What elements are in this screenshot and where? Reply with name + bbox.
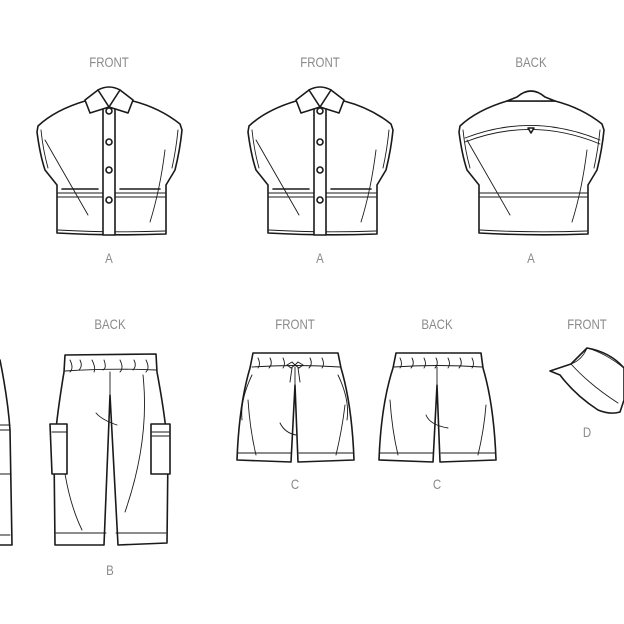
view-title-shirt-front-1: FRONT (89, 54, 129, 70)
view-letter-shorts-front: C (290, 476, 300, 492)
view-letter-shorts-back: C (432, 476, 442, 492)
shirt-back-drawing (458, 90, 605, 236)
shorts-front-drawing (236, 352, 355, 463)
view-title-shorts-back: BACK (421, 316, 453, 332)
shorts-back-drawing (378, 352, 497, 463)
view-letter-shirt-front-2: A (316, 250, 324, 266)
hat-front-drawing (549, 347, 624, 414)
view-letter-shirt-front-1: A (105, 250, 113, 266)
view-title-shorts-front: FRONT (275, 316, 315, 332)
view-letter-shirt-back: A (527, 250, 535, 266)
pants-partial-drawing (0, 359, 13, 546)
shirt-front-2-drawing (247, 86, 394, 236)
view-letter-hat-front: D (582, 424, 592, 440)
view-title-hat-front: FRONT (567, 316, 607, 332)
view-letter-pants-back: B (106, 562, 114, 578)
shirt-front-1-drawing (36, 86, 183, 236)
pants-back-drawing (49, 353, 171, 546)
view-title-pants-back: BACK (94, 316, 126, 332)
view-title-shirt-back: BACK (515, 54, 547, 70)
view-title-shirt-front-2: FRONT (300, 54, 340, 70)
